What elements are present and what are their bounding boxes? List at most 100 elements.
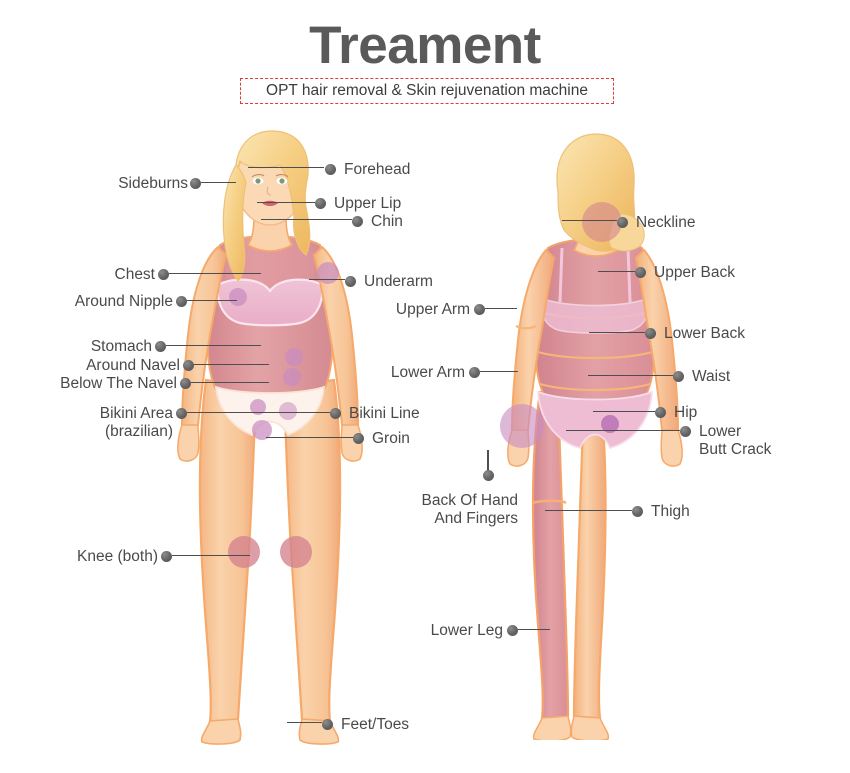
label-stomach: Stomach [90, 338, 152, 355]
subtitle-text: OPT hair removal & Skin rejuvenation mac… [266, 82, 588, 99]
dot-knee-both[interactable] [161, 551, 172, 562]
leader-lower-leg [518, 629, 550, 631]
dot-around-navel[interactable] [183, 360, 194, 371]
spot-around-navel [285, 348, 303, 366]
dot-lower-back[interactable] [645, 328, 656, 339]
dot-bikini-area[interactable] [176, 408, 187, 419]
leader-hip [593, 411, 655, 413]
label-hip: Hip [674, 404, 698, 421]
back-left-knee-divider [531, 499, 567, 505]
label-below-the-navel: Below The Navel [60, 375, 177, 392]
dot-groin[interactable] [353, 433, 364, 444]
dot-around-nipple[interactable] [176, 296, 187, 307]
dot-lower-leg[interactable] [507, 625, 518, 636]
back-right-foot [570, 715, 610, 740]
dot-chest[interactable] [158, 269, 169, 280]
spot-neckline [582, 202, 622, 242]
dot-hip[interactable] [655, 407, 666, 418]
label-upper-arm: Upper Arm [395, 301, 470, 318]
front-left-foot [200, 718, 242, 745]
front-body-figure [177, 130, 363, 745]
label-thigh: Thigh [651, 503, 690, 520]
leader-back-of-hand [487, 450, 489, 472]
dot-below-the-navel[interactable] [180, 378, 191, 389]
spot-knee-right [280, 536, 312, 568]
leader-below-the-navel [191, 382, 269, 384]
dot-lower-butt-crack[interactable] [680, 426, 691, 437]
label-back-of-hand: Back Of Hand And Fingers [421, 492, 519, 528]
label-lower-butt-crack: Lower Butt Crack [699, 423, 772, 459]
label-lower-leg: Lower Leg [430, 622, 503, 639]
dot-forehead[interactable] [325, 164, 336, 175]
subtitle-box: OPT hair removal & Skin rejuvenation mac… [240, 78, 614, 104]
spot-underarm [317, 262, 339, 284]
dot-feet-toes[interactable] [322, 719, 333, 730]
label-neckline: Neckline [636, 214, 696, 231]
leader-lower-butt-crack [566, 430, 680, 432]
spot-knee-left [228, 536, 260, 568]
leader-knee-both [172, 555, 250, 557]
dot-sideburns[interactable] [190, 178, 201, 189]
back-body-figure [500, 133, 683, 740]
leader-waist [588, 375, 673, 377]
leader-underarm [309, 279, 345, 281]
back-right-hand [660, 429, 683, 467]
dot-underarm[interactable] [345, 276, 356, 287]
spot-groin [252, 420, 272, 440]
label-sideburns: Sideburns [118, 175, 188, 192]
dot-back-of-hand[interactable] [483, 470, 494, 481]
dot-upper-arm[interactable] [474, 304, 485, 315]
leader-around-navel [194, 364, 269, 366]
label-lower-back: Lower Back [664, 325, 745, 342]
front-left-iris [255, 178, 261, 184]
front-hair-left [222, 164, 247, 282]
spot-around-nipple [229, 288, 247, 306]
label-upper-back: Upper Back [654, 264, 735, 281]
front-right-brow [275, 174, 289, 178]
leader-upper-arm [485, 308, 517, 310]
back-bra-band [539, 296, 651, 334]
back-lowerback-divider [537, 350, 653, 360]
label-chin: Chin [371, 213, 403, 230]
leader-bikini-area [187, 412, 271, 414]
dot-chin[interactable] [352, 216, 363, 227]
label-knee-both: Knee (both) [77, 548, 158, 565]
front-nose [266, 186, 272, 196]
dot-waist[interactable] [673, 371, 684, 382]
back-left-foot [532, 715, 572, 740]
leader-upper-lip [257, 202, 315, 204]
label-bikini-area: Bikini Area (brazilian) [99, 405, 173, 441]
leader-neckline [562, 220, 617, 222]
leader-feet-toes [287, 722, 322, 724]
spot-butt-crack [601, 415, 619, 433]
leader-groin [266, 437, 353, 439]
label-around-navel: Around Navel [86, 357, 180, 374]
label-feet-toes: Feet/Toes [341, 716, 410, 733]
back-bra-strap-left [558, 247, 564, 303]
page-title: Treament [309, 16, 541, 75]
label-lower-arm: Lower Arm [390, 364, 465, 381]
front-right-iris [279, 178, 285, 184]
dot-bikini-line[interactable] [330, 408, 341, 419]
back-panty [537, 390, 653, 450]
dot-neckline[interactable] [617, 217, 628, 228]
leader-upper-back [598, 271, 635, 273]
label-underarm: Underarm [364, 273, 433, 290]
spot-bikini-line [279, 402, 297, 420]
back-left-leg-treatment [531, 390, 570, 722]
front-neck [246, 216, 294, 252]
dot-upper-lip[interactable] [315, 198, 326, 209]
leader-lower-arm [480, 371, 518, 373]
dot-thigh[interactable] [632, 506, 643, 517]
dot-lower-arm[interactable] [469, 367, 480, 378]
back-left-elbow-divider [515, 324, 537, 330]
label-groin: Groin [372, 430, 410, 447]
label-chest: Chest [114, 266, 156, 283]
dot-stomach[interactable] [155, 341, 166, 352]
label-around-nipple: Around Nipple [74, 293, 173, 310]
dot-upper-back[interactable] [635, 267, 646, 278]
label-bikini-line: Bikini Line [349, 405, 420, 422]
leader-lower-back [589, 332, 645, 334]
leader-forehead [248, 167, 324, 169]
